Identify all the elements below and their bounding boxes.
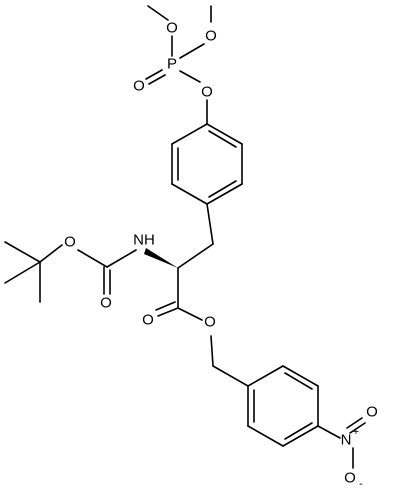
bond-ring2-e [247,425,284,447]
atom-n-nitro-text: N [341,432,352,449]
atom-o-nitro-minus-text: O [344,470,356,487]
atom-o-nitro-minus-charge: - [359,478,363,490]
atom-o-boc-ether: O [64,234,76,251]
bond-ring1-ch2 [206,203,214,245]
atom-phosphorus-text: P [167,56,177,73]
atom-o-ester-carbonyl-text: O [142,312,154,329]
bond-ring2-n [317,425,341,439]
bond-tbu-me3 [4,241,41,263]
bond-methyl1 [147,5,169,21]
bond-p-o-double-b [148,74,166,85]
atom-o-nitro-double-text: O [366,404,378,421]
bond-ring1-inner-a [208,130,237,148]
atom-o-aryl: O [201,84,213,101]
bond-ring1-c [206,183,243,205]
bond-tbu-me1 [4,261,41,284]
bond-cester-o-a [157,307,179,317]
atom-o-methoxy-2: O [205,28,217,45]
bond-p-o-double-a [145,69,163,80]
atom-o-phosphoryl-text: O [133,78,145,95]
bond-ccarb-oether [77,249,108,268]
bond-ring2-inner-b [284,422,313,440]
bond-n-o-double-a [346,417,363,429]
atom-o-ester: O [204,314,216,331]
atom-o-boc-carbonyl: O [100,295,112,312]
atom-o-methoxy-1-text: O [166,20,178,37]
atom-o-boc-carbonyl-text: O [100,295,112,312]
atom-o-methoxy-2-text: O [205,28,217,45]
bond-ch2-calpha [177,243,214,269]
bond-p-oaryl [179,70,201,83]
atom-o-phosphoryl: O [133,78,145,95]
bond-cester-oester [177,307,203,321]
atom-o-ester-carbonyl: O [142,312,154,329]
atom-o-ester-text: O [204,314,216,331]
atom-label-layer: O O P O O NH O O O O N + [64,20,378,491]
stereo-wedge-bond [144,248,178,268]
atom-o-nitro-double: O [366,404,378,421]
atom-n-nitro-charge: + [353,426,359,438]
atom-n-nitro: N + [341,426,360,449]
bond-n-o-double-b [349,422,366,434]
atom-phosphorus: P [167,56,177,73]
bond-ring1-d [171,183,208,205]
bond-cester-o-b [155,301,176,311]
atom-o-nitro-minus: O - [344,470,363,491]
bond-ring2-b [282,365,319,387]
bond-ring1-f [171,123,208,145]
bond-ring1-a [206,123,243,145]
bond-ome2-p [179,43,205,59]
bond-ring2-inner-a [284,372,313,390]
bond-oether-ctbu [39,244,63,263]
bond-ch2-ring2 [212,365,249,387]
bond-ring2-d [282,425,319,447]
atom-o-boc-ether-text: O [64,234,76,251]
bond-ring1-inner-b [208,180,237,198]
atom-nh: NH [133,232,155,249]
atom-o-aryl-text: O [201,84,213,101]
bond-layer [4,5,366,469]
atom-o-methoxy-1: O [166,20,178,37]
atom-nh-text: NH [133,232,155,249]
bond-ring2-a [247,365,284,387]
bond-oester-ch2 [210,335,214,367]
bond-nh-ccarb [106,249,137,268]
